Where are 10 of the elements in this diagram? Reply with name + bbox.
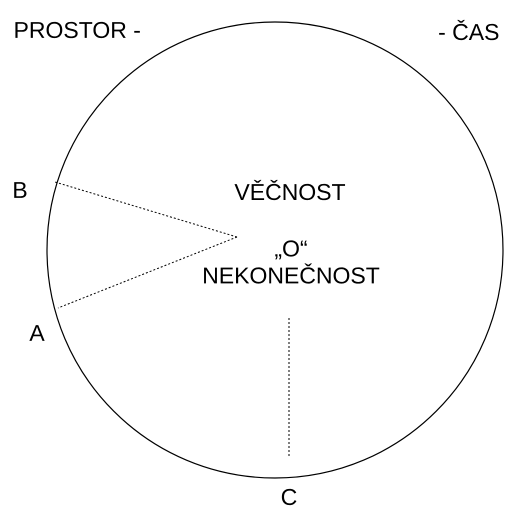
dotted-line (54, 182, 238, 238)
heading-label: - ČAS (439, 20, 498, 40)
heading-label: PROSTOR - (15, 22, 140, 38)
dotted-line (288, 318, 290, 458)
point-label: A (29, 325, 45, 341)
circle-label: VĚČNOST (234, 180, 346, 200)
point-label: B (14, 182, 26, 198)
point-label: C (282, 488, 296, 506)
center-label: „O“ NEKONEČNOST (204, 240, 380, 284)
dotted-line (58, 236, 238, 308)
